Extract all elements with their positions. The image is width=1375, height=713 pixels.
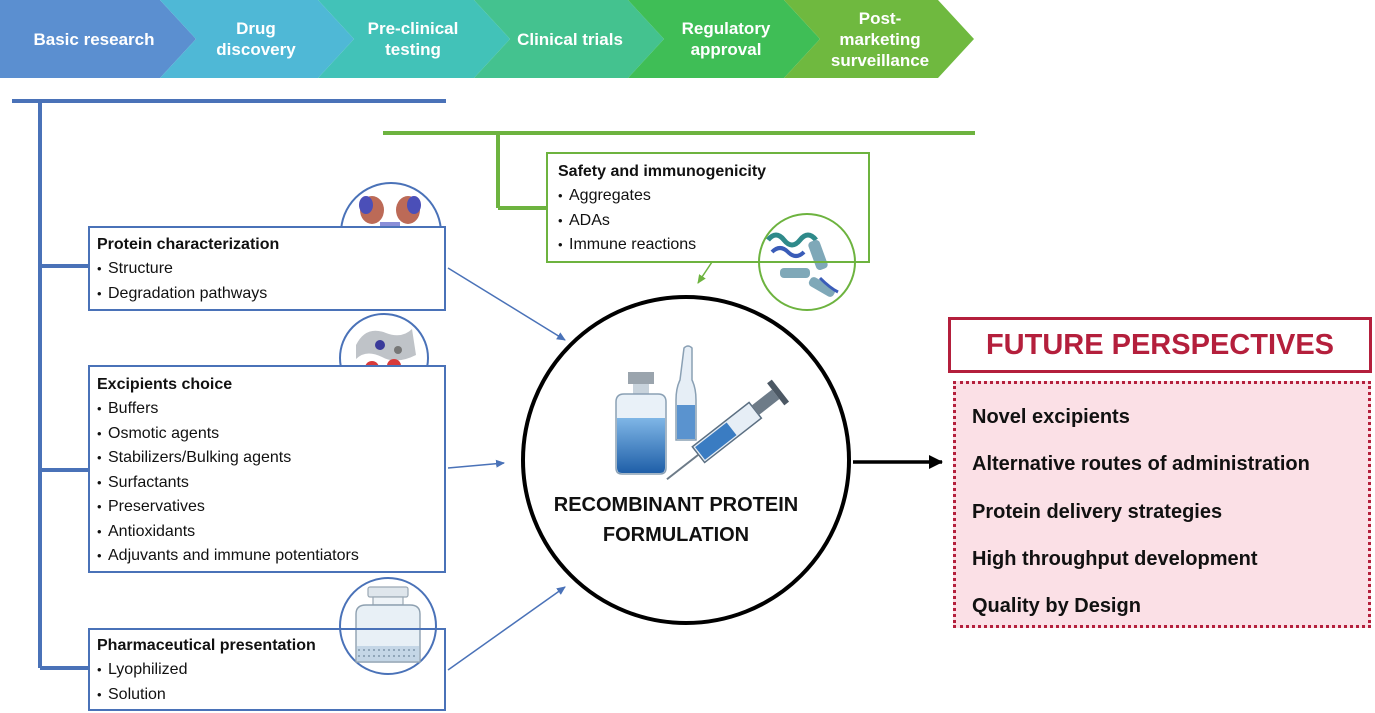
- safety-box: Safety and immunogenicity Aggregates ADA…: [546, 152, 870, 263]
- list-item: Antioxidants: [97, 520, 444, 545]
- arrow-safety-to-center: [697, 261, 713, 284]
- presentation-box: Pharmaceutical presentation Lyophilized …: [88, 628, 446, 711]
- future-item: Novel excipients: [972, 406, 1130, 428]
- stage-label-regulatory: Regulatory approval: [681, 19, 771, 59]
- stage-post-marketing: Post-marketing surveillance: [822, 0, 938, 78]
- stage-regulatory: Regulatory approval: [668, 0, 784, 78]
- protein-characterization-box: Protein characterization Structure Degra…: [88, 226, 446, 311]
- pipeline-chevrons: [0, 0, 974, 78]
- list-item: Aggregates: [558, 184, 868, 209]
- center-circle: [521, 295, 851, 625]
- safety-list: Aggregates ADAs Immune reactions: [558, 184, 868, 258]
- list-item: Stabilizers/Bulking agents: [97, 446, 444, 471]
- protein-characterization-title: Protein characterization: [97, 236, 280, 253]
- future-list-box: Novel excipients Alternative routes of a…: [953, 381, 1371, 628]
- future-item: High throughput development: [972, 548, 1258, 570]
- stage-pre-clinical: Pre-clinical testing: [356, 0, 470, 78]
- future-title: FUTURE PERSPECTIVES: [985, 328, 1335, 361]
- center-label-line2: FORMULATION: [602, 524, 750, 546]
- list-item: Preservatives: [97, 495, 444, 520]
- stage-chevron-pre-clinical: [318, 0, 510, 78]
- arrow-characterization-to-center: [447, 267, 566, 341]
- excipients-list: Buffers Osmotic agents Stabilizers/Bulki…: [97, 397, 444, 569]
- stage-label-pre-clinical: Pre-clinical testing: [367, 19, 459, 59]
- list-item: Degradation pathways: [97, 282, 444, 307]
- excipients-box: Excipients choice Buffers Osmotic agents…: [88, 365, 446, 573]
- stage-chevron-drug-discovery: [160, 0, 354, 78]
- center-label: RECOMBINANT PROTEIN FORMULATION: [523, 490, 829, 550]
- stage-label-drug-discovery: Drug discovery: [216, 19, 296, 59]
- protein-characterization-list: Structure Degradation pathways: [97, 257, 444, 306]
- green-connector-lines: [383, 131, 975, 210]
- excipients-title: Excipients choice: [97, 376, 233, 393]
- stage-chevron-basic-research: [0, 0, 196, 78]
- blue-connector-lines: [12, 99, 446, 670]
- safety-title: Safety and immunogenicity: [558, 163, 767, 180]
- stage-label-clinical-trials: Clinical trials: [517, 29, 623, 49]
- stage-label-basic-research: Basic research: [33, 29, 155, 49]
- future-item: Protein delivery strategies: [972, 501, 1223, 523]
- list-item: Immune reactions: [558, 233, 868, 258]
- list-item: Structure: [97, 257, 444, 282]
- list-item: Surfactants: [97, 471, 444, 496]
- center-label-line1: RECOMBINANT PROTEIN: [553, 494, 799, 516]
- list-item: Buffers: [97, 397, 444, 422]
- stage-clinical-trials: Clinical trials: [508, 0, 632, 78]
- arrow-presentation-to-center: [447, 586, 566, 671]
- list-item: Solution: [97, 683, 444, 708]
- list-item: Adjuvants and immune potentiators: [97, 544, 444, 569]
- stage-chevron-clinical-trials: [474, 0, 664, 78]
- stage-basic-research: Basic research: [14, 0, 174, 78]
- vial-and-syringe-icon: [615, 345, 790, 481]
- stage-chevron-post-marketing: [784, 0, 974, 78]
- list-item: ADAs: [558, 209, 868, 234]
- list-item: Lyophilized: [97, 658, 444, 683]
- presentation-list: Lyophilized Solution: [97, 658, 444, 707]
- stage-chevron-regulatory: [628, 0, 820, 78]
- presentation-title: Pharmaceutical presentation: [97, 637, 316, 654]
- future-title-box: FUTURE PERSPECTIVES: [948, 317, 1372, 373]
- arrow-excipients-to-center: [447, 459, 505, 469]
- stage-label-post-marketing: Post-marketing surveillance: [830, 8, 930, 70]
- list-item: Osmotic agents: [97, 422, 444, 447]
- future-item: Alternative routes of administration: [972, 453, 1310, 475]
- future-item: Quality by Design: [972, 595, 1141, 617]
- stage-drug-discovery: Drug discovery: [200, 0, 312, 78]
